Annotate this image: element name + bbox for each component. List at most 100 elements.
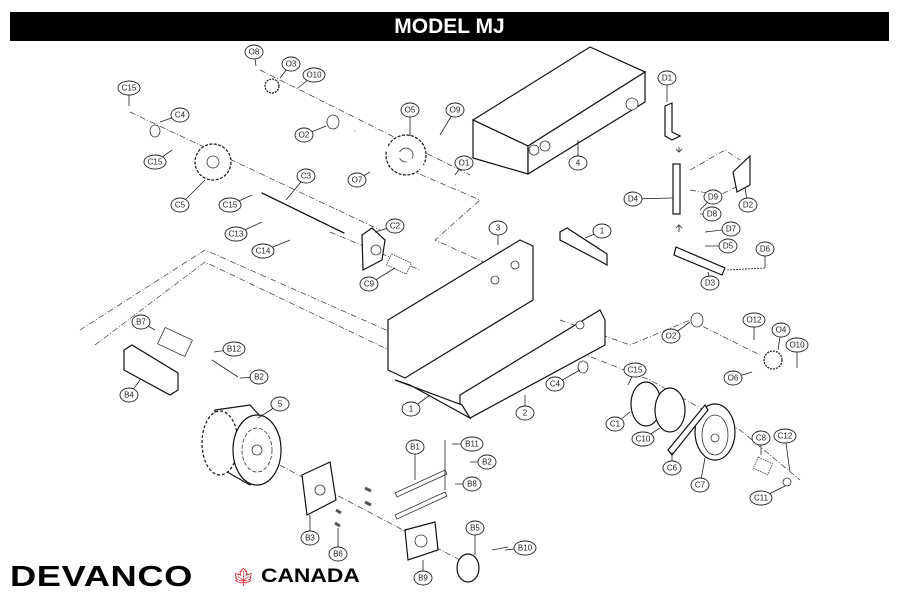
callout-o10: O10 — [785, 337, 809, 368]
callout-bubble — [251, 243, 275, 259]
callout-c9: C9 — [359, 267, 396, 292]
callout-bubble — [143, 154, 167, 170]
callout-bubble — [400, 102, 420, 118]
callout-label: 1 — [600, 227, 605, 236]
callout-label: 3 — [496, 224, 501, 233]
callout-bubble — [721, 221, 741, 237]
callout-label: O6 — [728, 374, 739, 383]
callout-c2: C2 — [374, 218, 405, 234]
switch-b7 — [157, 326, 193, 358]
callout-label: B1 — [410, 443, 420, 452]
callout-bubble — [170, 107, 190, 123]
callout-label: C12 — [778, 432, 793, 441]
callout-b3: B3 — [300, 515, 320, 546]
callout-bubble — [119, 387, 139, 403]
callout-bubble — [742, 312, 766, 328]
callout-c6: C6 — [662, 452, 682, 476]
callout-label: B6 — [333, 550, 343, 559]
bracket-b4 — [123, 344, 179, 396]
callout-label: B8 — [467, 480, 477, 489]
callout-label: O10 — [306, 71, 322, 80]
callout-bubble — [661, 328, 681, 344]
callout-bubble — [460, 436, 484, 452]
control-box-part — [471, 46, 647, 176]
callout-b4: B4 — [119, 379, 141, 403]
callout-bubble — [592, 223, 612, 239]
callout-d7: D7 — [704, 221, 741, 237]
motor-part — [201, 404, 282, 486]
callout-bubble — [302, 67, 326, 83]
callout-label: O2 — [666, 332, 677, 341]
callout-bubble — [244, 44, 264, 60]
callout-label: B12 — [227, 345, 242, 354]
callout-label: D3 — [705, 279, 716, 288]
callout-o12: O12 — [742, 312, 766, 340]
callout-label: O2 — [299, 131, 310, 140]
callout-d5: D5 — [705, 238, 738, 254]
sprocket-o3 — [264, 78, 280, 94]
callout-bubble — [631, 431, 655, 447]
callout-bubble — [718, 238, 738, 254]
callout-label: C5 — [175, 201, 186, 210]
callout-d6: D6 — [755, 241, 775, 268]
callout-label: C15 — [223, 201, 238, 210]
callout-label: B5 — [470, 524, 480, 533]
callout-o8: O8 — [244, 44, 264, 67]
callout-c7: C7 — [690, 457, 710, 493]
callout-o7: O7 — [347, 171, 371, 188]
sprocket-o4 — [763, 350, 783, 370]
callout-bubble — [773, 428, 797, 444]
callout-bubble — [755, 241, 775, 257]
callout-label: C13 — [229, 230, 244, 239]
frame-plate-3 — [387, 239, 534, 379]
callout-1: 1 — [584, 223, 612, 239]
callout-o10: O10 — [297, 67, 326, 89]
callout-bubble — [405, 439, 425, 455]
callout-d9: D9 — [699, 189, 723, 211]
callout-label: C9 — [364, 280, 375, 289]
callout-label: C15 — [148, 158, 163, 167]
callout-label: B3 — [305, 534, 315, 543]
callout-o4: O4 — [771, 322, 791, 351]
callout-bubble — [545, 376, 565, 392]
callout-2: 2 — [515, 395, 535, 421]
callout-o2: O2 — [294, 125, 327, 143]
callout-label: O9 — [450, 106, 461, 115]
logo-country: CANADA — [260, 566, 360, 587]
callout-label: B10 — [518, 544, 533, 553]
callout-c13: C13 — [224, 221, 263, 242]
callout-label: D4 — [628, 195, 639, 204]
callout-c11: C11 — [749, 485, 786, 506]
callout-o6: O6 — [723, 370, 753, 386]
arm-d3 — [673, 246, 726, 276]
callout-label: O8 — [249, 48, 260, 57]
callout-c4: C4 — [545, 369, 581, 392]
callout-c14: C14 — [251, 239, 291, 259]
callout-bubble — [623, 362, 647, 378]
callout-bubble — [347, 172, 367, 188]
callout-bubble — [690, 477, 710, 493]
callout-bubble — [700, 275, 720, 291]
callout-label: D5 — [723, 242, 734, 251]
callout-label: B9 — [418, 574, 428, 583]
callout-label: O4 — [776, 326, 787, 335]
bar-d4 — [672, 163, 681, 215]
callout-bubble — [296, 168, 316, 184]
callout-d4: D4 — [623, 191, 674, 207]
callout-label: 2 — [523, 409, 528, 418]
callout-label: D2 — [743, 201, 754, 210]
callout-bubble — [702, 206, 722, 222]
callout-label: 4 — [576, 159, 581, 168]
callout-label: 5 — [278, 400, 283, 409]
callout-bubble — [657, 70, 677, 86]
callout-c3: C3 — [285, 168, 316, 201]
callout-label: C6 — [667, 464, 678, 473]
callout-label: C3 — [301, 172, 312, 181]
callout-bubble — [703, 189, 723, 205]
callout-bubble — [445, 102, 465, 118]
bracket-1 — [559, 227, 608, 267]
callout-c15: C15 — [117, 80, 141, 106]
callout-label: C7 — [695, 481, 706, 490]
callout-c1: C1 — [605, 411, 631, 432]
callout-label: 1 — [409, 405, 414, 414]
